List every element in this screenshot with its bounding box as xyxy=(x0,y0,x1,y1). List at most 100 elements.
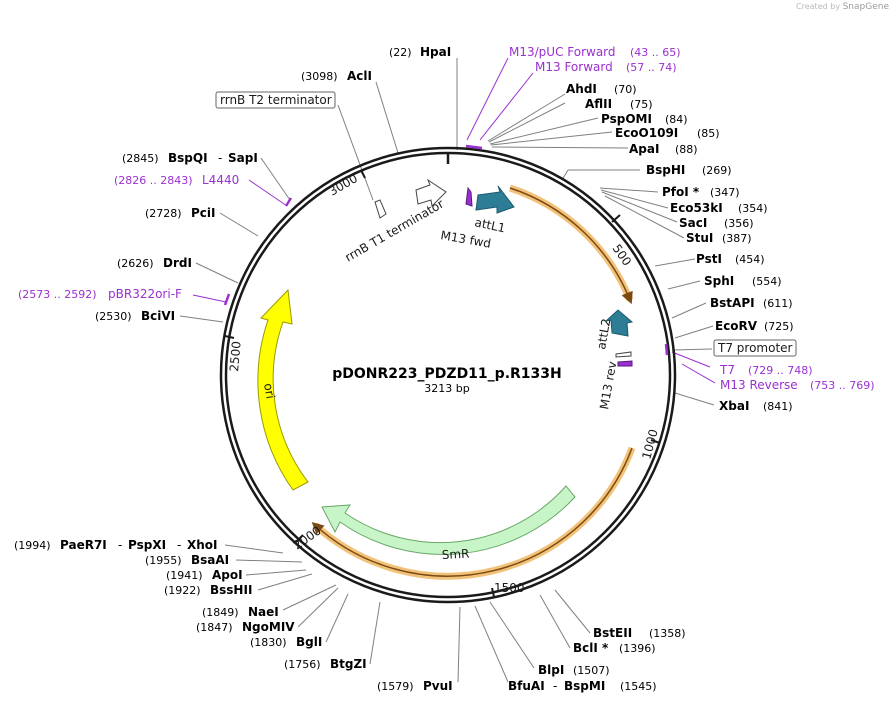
site-pos-xbai: (841) xyxy=(763,400,793,413)
site-name-pspomi: PspOMI xyxy=(601,112,652,126)
site-pos-apoi: (1941) xyxy=(166,569,203,582)
site-pos-bcli: (1396) xyxy=(619,642,656,655)
primer-range-l4440: (2826 .. 2843) xyxy=(114,174,193,187)
site-name-bsphi: BspHI xyxy=(646,163,685,177)
site-name-psti: PstI xyxy=(696,252,722,266)
site-name-bsshii: BssHII xyxy=(210,583,252,597)
site-pos-ecoo109i: (85) xyxy=(697,127,720,140)
primer-range-m13-puc-forward: (43 .. 65) xyxy=(630,46,681,59)
label-attl2: attL2 xyxy=(594,317,613,350)
site-name-pfoi: PfoI * xyxy=(662,185,700,199)
site-name-pvui: PvuI xyxy=(423,679,453,693)
tick-label-3000: 3000 xyxy=(327,171,360,198)
tick-label-1500: 1500 xyxy=(494,581,525,595)
site-name-naei: NaeI xyxy=(248,605,279,619)
site-sep-pspxi: - xyxy=(177,538,181,552)
site-pos-bstapi: (611) xyxy=(763,297,793,310)
primer-range-m13-reverse: (753 .. 769) xyxy=(810,379,875,392)
t7-promoter-box xyxy=(713,339,797,357)
site-name-pcii: PciI xyxy=(191,206,216,220)
m13-fwd-primer xyxy=(465,186,473,207)
site-name-apai: ApaI xyxy=(629,142,659,156)
primer-range-m13-forward: (57 .. 74) xyxy=(626,61,677,74)
site-name-apoi: ApoI xyxy=(212,568,243,582)
orf-arrow-top xyxy=(509,187,633,305)
site-pos-sphi: (554) xyxy=(752,275,782,288)
site-name-bcli: BclI * xyxy=(573,641,609,655)
site-pos-ngomiv: (1847) xyxy=(196,621,233,634)
primer-name-m13-forward: M13 Forward xyxy=(535,60,613,74)
plasmid-length: 3213 bp xyxy=(424,382,469,395)
site-name-bspmi: BspMI xyxy=(564,679,605,693)
label-m13-fwd: M13 fwd xyxy=(439,228,492,251)
smr-feature xyxy=(321,485,576,555)
label-attl1: attL1 xyxy=(473,215,506,235)
orf-arrow-bottom xyxy=(311,447,633,577)
site-name-bcivi: BciVI xyxy=(141,309,175,323)
site-pos-bspmi: (1545) xyxy=(620,680,657,693)
site-name-bspqi: BspQI xyxy=(168,151,208,165)
site-sep-paer7i: - xyxy=(118,538,122,552)
site-pos-naei: (1849) xyxy=(202,606,239,619)
site-pos-bgli: (1830) xyxy=(250,636,287,649)
rrnb-t1-feature xyxy=(415,178,447,208)
primer-name-l4440: L4440 xyxy=(202,173,239,187)
site-pos-stui: (387) xyxy=(722,232,752,245)
site-name-eco53ki: Eco53kI xyxy=(670,201,723,215)
primer-leader-lines xyxy=(192,57,716,384)
site-sep-bfuai: - xyxy=(553,679,557,693)
site-pos-bsshii: (1922) xyxy=(164,584,201,597)
site-sep-bspqi: - xyxy=(218,151,222,165)
site-pos-pvui: (1579) xyxy=(377,680,414,693)
site-name-acli: AclI xyxy=(347,69,372,83)
site-name-paer7i: PaeR7I xyxy=(60,538,107,552)
site-name-btgzi: BtgZI xyxy=(330,657,367,671)
label-ori: ori xyxy=(261,382,277,400)
backbone-outer xyxy=(219,146,677,604)
site-name-bgli: BglI xyxy=(296,635,322,649)
site-name-pspxi: PspXI xyxy=(128,538,166,552)
site-name-bsaai: BsaAI xyxy=(191,553,229,567)
site-pos-drdi: (2626) xyxy=(117,257,154,270)
primer-name-m13-puc-forward: M13/pUC Forward xyxy=(509,45,616,59)
attl2-feature xyxy=(604,309,634,337)
site-name-sapi: SapI xyxy=(228,151,258,165)
primer-marks xyxy=(223,144,669,356)
site-name-bsteii: BstEII xyxy=(593,626,632,640)
scale-ticks xyxy=(224,169,661,598)
site-pos-paer7i: (1994) xyxy=(14,539,51,552)
site-pos-ahdi: (70) xyxy=(614,83,637,96)
site-pos-bsteii: (1358) xyxy=(649,627,686,640)
site-name-aflii: AflII xyxy=(585,97,612,111)
site-pos-eco53ki: (354) xyxy=(738,202,768,215)
rrnb-t2-box xyxy=(215,91,336,109)
label-rrnb-t2: rrnB T2 terminator xyxy=(220,93,332,107)
site-pos-pfoi: (347) xyxy=(710,186,740,199)
label-smr: SmR xyxy=(441,547,469,562)
site-pos-pcii: (2728) xyxy=(145,207,182,220)
site-name-bfuai: BfuAI xyxy=(508,679,545,693)
primer-name-pbr322ori-f: pBR322ori-F xyxy=(108,287,182,301)
site-name-stui: StuI xyxy=(686,231,713,245)
site-name-ngomiv: NgoMIV xyxy=(242,620,295,634)
site-pos-hpai: (22) xyxy=(389,46,412,59)
site-name-ahdi: AhdI xyxy=(566,82,597,96)
site-pos-btgzi: (1756) xyxy=(284,658,321,671)
site-name-sphi: SphI xyxy=(704,274,734,288)
tick-label-2500: 2500 xyxy=(227,341,244,373)
tick-label-1000: 1000 xyxy=(639,428,660,461)
ori-feature xyxy=(257,288,309,491)
site-pos-aflii: (75) xyxy=(630,98,653,111)
m13-rev-primer xyxy=(617,360,633,367)
site-pos-bspqi: (2845) xyxy=(122,152,159,165)
site-name-drdi: DrdI xyxy=(163,256,192,270)
attl1-feature xyxy=(475,185,515,214)
site-name-xhoi: XhoI xyxy=(187,538,218,552)
site-pos-bsaai: (1955) xyxy=(145,554,182,567)
site-name-bstapi: BstAPI xyxy=(710,296,755,310)
site-pos-psti: (454) xyxy=(735,253,765,266)
primer-name-t7: T7 xyxy=(719,363,735,377)
site-name-saci: SacI xyxy=(679,216,707,230)
primer-name-m13-reverse: M13 Reverse xyxy=(720,378,798,392)
site-pos-apai: (88) xyxy=(675,143,698,156)
